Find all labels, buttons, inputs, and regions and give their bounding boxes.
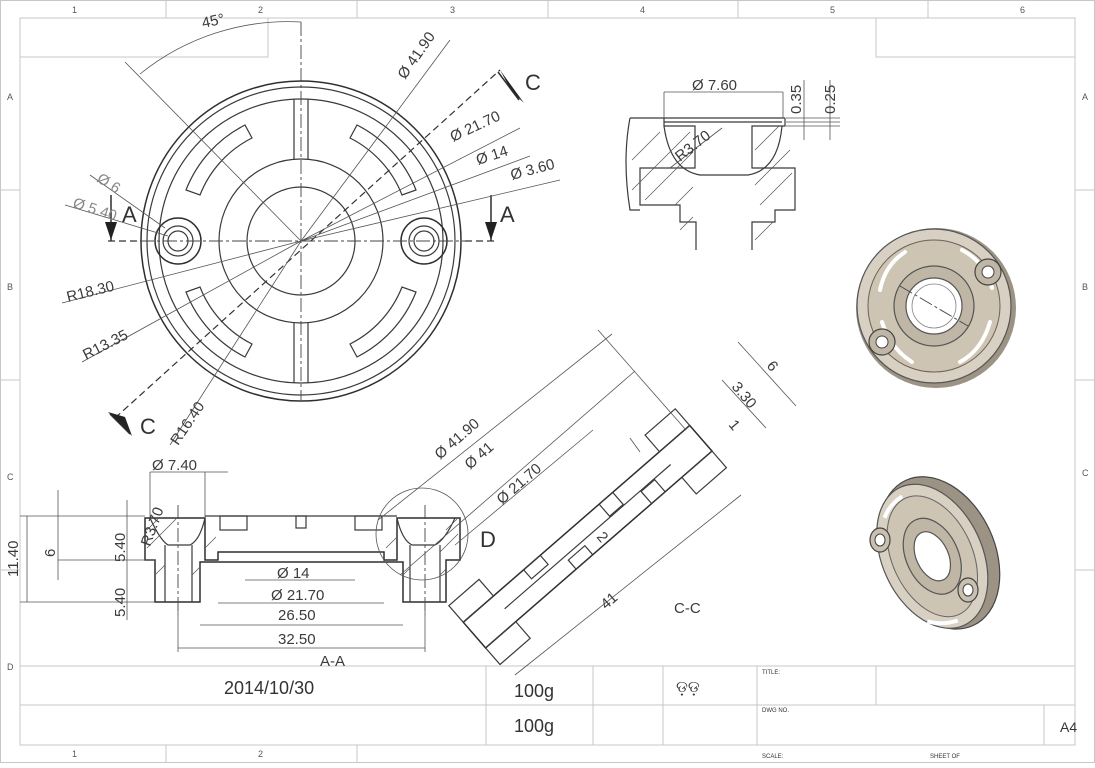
aa-dim-11-40: 11.40 bbox=[5, 541, 22, 577]
cut-label-c-top: C bbox=[525, 70, 541, 95]
dwg-no-label: DWG NO. bbox=[762, 708, 789, 714]
section-c-c: Ø 41.90 Ø 41 Ø 21.70 41 6 3.30 1 2 C-C bbox=[377, 329, 797, 676]
zone-row-a-right: A bbox=[1082, 92, 1088, 102]
sheet-size: A4 bbox=[1060, 719, 1077, 735]
aa-dim-6: 6 bbox=[42, 549, 59, 557]
weight-value-1: 100g bbox=[514, 681, 554, 701]
aa-dim-r3-70: R3.70 bbox=[138, 505, 168, 548]
isometric-view-bottom bbox=[869, 476, 1001, 630]
zone-col-4: 4 bbox=[640, 5, 645, 15]
front-view: C C A A 45° Ø 41.90 Ø 21.70 Ø 14 Ø 3.60 … bbox=[61, 11, 561, 449]
detail-dim-7-60: Ø 7.60 bbox=[692, 77, 737, 94]
zone-col-2-bottom: 2 bbox=[258, 749, 263, 759]
aa-dim-21-70: Ø 21.70 bbox=[271, 587, 324, 604]
front-dim-r13-35: R13.35 bbox=[80, 326, 131, 363]
detail-dim-r3-70: R3.70 bbox=[672, 127, 714, 165]
zone-col-3: 3 bbox=[450, 5, 455, 15]
zone-col-6: 6 bbox=[1020, 5, 1025, 15]
cut-label-c-bottom: C bbox=[140, 414, 156, 439]
aa-dim-5-40-lower: 5.40 bbox=[112, 588, 129, 617]
detail-view: Ø 7.60 0.35 0.25 R3.70 bbox=[625, 77, 840, 250]
aa-dim-26-50: 26.50 bbox=[278, 607, 316, 624]
weight-value-2: 100g bbox=[514, 716, 554, 736]
cc-dim-1: 1 bbox=[725, 417, 743, 434]
mark-value: ଡ଼ଡ଼ bbox=[676, 679, 700, 696]
aa-dim-14: Ø 14 bbox=[277, 565, 310, 582]
zone-col-1: 1 bbox=[72, 5, 77, 15]
aa-dim-7-40: Ø 7.40 bbox=[152, 457, 197, 474]
scale-label: SCALE: bbox=[762, 754, 784, 760]
sheet-label: SHEET OF bbox=[930, 754, 960, 760]
cc-dim-21-70: Ø 21.70 bbox=[493, 460, 544, 508]
section-a-a: Ø 7.40 R3.70 Ø 14 Ø 21.70 26.50 32.50 11… bbox=[5, 457, 496, 670]
front-dim-14: Ø 14 bbox=[474, 143, 510, 169]
front-dim-21-70: Ø 21.70 bbox=[448, 108, 504, 146]
zone-col-1-bottom: 1 bbox=[72, 749, 77, 759]
section-cc-name: C-C bbox=[674, 600, 701, 617]
aa-dim-32-50: 32.50 bbox=[278, 631, 316, 648]
zone-row-b: B bbox=[7, 282, 13, 292]
zone-row-a: A bbox=[7, 92, 13, 102]
section-aa-name: A-A bbox=[320, 653, 345, 670]
cc-dim-2: 2 bbox=[593, 529, 611, 546]
front-dim-41-90: Ø 41.90 bbox=[394, 29, 439, 82]
front-dim-6: Ø 6 bbox=[94, 170, 124, 197]
cut-label-a-right: A bbox=[500, 202, 515, 227]
zone-col-2: 2 bbox=[258, 5, 263, 15]
front-dim-r18-30: R18.30 bbox=[65, 278, 116, 306]
title-label: TITLE: bbox=[762, 670, 780, 676]
front-dim-r16-40: R16.40 bbox=[167, 399, 208, 449]
cc-dim-41-diam: Ø 41 bbox=[461, 439, 497, 473]
date-value: 2014/10/30 bbox=[224, 678, 314, 698]
zone-row-d: D bbox=[7, 662, 14, 672]
cut-label-a-left: A bbox=[122, 202, 137, 227]
title-block: 2014/10/30 100g 100g ଡ଼ଡ଼ TITLE: DWG NO.… bbox=[19, 665, 1077, 760]
cc-dim-3-30: 3.30 bbox=[728, 379, 760, 412]
front-dim-3-60: Ø 3.60 bbox=[509, 156, 557, 184]
zone-labels: 1 2 3 4 5 6 1 2 A B C D A B C bbox=[7, 5, 1089, 759]
angle-45-label: 45° bbox=[200, 11, 226, 32]
detail-dim-0-25: 0.25 bbox=[822, 85, 839, 114]
zone-row-c: C bbox=[7, 472, 14, 482]
isometric-view-top bbox=[856, 228, 1016, 388]
zone-row-b-right: B bbox=[1082, 282, 1088, 292]
detail-dim-0-35: 0.35 bbox=[788, 85, 805, 114]
detail-d-label: D bbox=[480, 527, 496, 552]
zone-col-5: 5 bbox=[830, 5, 835, 15]
aa-dim-5-40-upper: 5.40 bbox=[112, 533, 129, 562]
zone-row-c-right: C bbox=[1082, 468, 1089, 478]
